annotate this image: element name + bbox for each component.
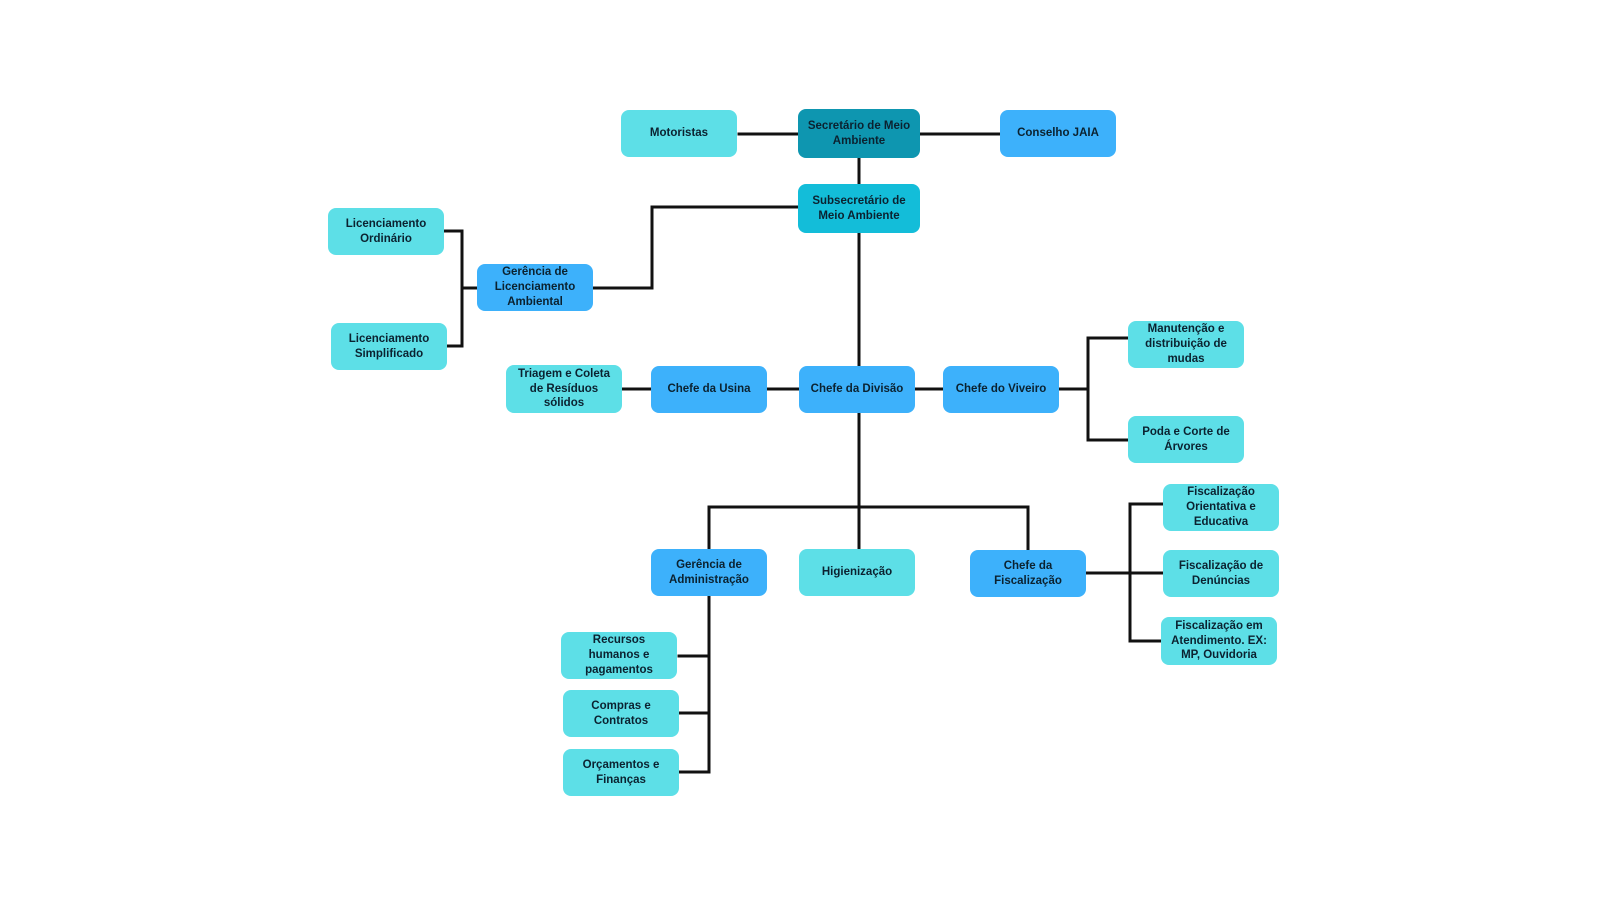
node-fisc-denuncias[interactable]: Fiscalização de Denúncias — [1163, 550, 1279, 597]
node-poda[interactable]: Poda e Corte de Árvores — [1128, 416, 1244, 463]
node-lic-simplificado-label: Licenciamento Simplificado — [348, 332, 430, 360]
node-chefe-fiscalizacao[interactable]: Chefe da Fiscalização — [970, 550, 1086, 597]
node-higienizacao-label: Higienização — [821, 566, 893, 579]
node-conselho-label: Conselho JAIA — [1017, 127, 1099, 140]
node-compras-label: Compras e Contratos — [591, 699, 651, 727]
node-fisc-orientativa[interactable]: Fiscalização Orientativa e Educativa — [1163, 484, 1279, 531]
node-triagem-label: Triagem e Coleta de Resíduos sólidos — [517, 367, 611, 410]
node-chefe-viveiro[interactable]: Chefe do Viveiro — [943, 366, 1059, 413]
node-motoristas[interactable]: Motoristas — [621, 110, 737, 157]
connector-viveiro-bracket — [1056, 336, 1132, 442]
node-secretario[interactable]: Secretário de Meio Ambiente — [798, 109, 920, 158]
node-gerencia-administracao-label: Gerência de Administração — [669, 558, 749, 586]
connector-fiscalizacao-bracket — [1083, 502, 1165, 643]
node-fisc-atendimento-label: Fiscalização em Atendimento. EX: MP, Ouv… — [1171, 619, 1267, 662]
node-manutencao-label: Manutenção e distribuição de mudas — [1145, 323, 1227, 365]
node-chefe-viveiro-label: Chefe do Viveiro — [955, 383, 1047, 396]
node-subsecretario-label: Subsecretário de Meio Ambiente — [812, 194, 906, 222]
node-fisc-atendimento[interactable]: Fiscalização em Atendimento. EX: MP, Ouv… — [1161, 617, 1277, 665]
node-subsecretario[interactable]: Subsecretário de Meio Ambiente — [798, 184, 920, 233]
node-manutencao[interactable]: Manutenção e distribuição de mudas — [1128, 321, 1244, 368]
node-poda-label: Poda e Corte de Árvores — [1142, 425, 1230, 453]
connector-administracao-bracket — [677, 593, 711, 774]
connector-divisao-bracket — [707, 410, 1030, 553]
node-lic-simplificado[interactable]: Licenciamento Simplificado — [331, 323, 447, 370]
node-chefe-usina[interactable]: Chefe da Usina — [651, 366, 767, 413]
node-lic-ordinario[interactable]: Licenciamento Ordinário — [328, 208, 444, 255]
node-chefe-fiscalizacao-label: Chefe da Fiscalização — [994, 559, 1062, 587]
node-higienizacao[interactable]: Higienização — [799, 549, 915, 596]
node-compras[interactable]: Compras e Contratos — [563, 690, 679, 737]
node-fisc-orientativa-label: Fiscalização Orientativa e Educativa — [1186, 486, 1256, 528]
node-chefe-divisao[interactable]: Chefe da Divisão — [799, 366, 915, 413]
connector-subsecretario-gerencia-licenciamento — [590, 205, 802, 290]
node-gerencia-licenciamento-label: Gerência de Licenciamento Ambiental — [494, 266, 576, 308]
node-gerencia-licenciamento[interactable]: Gerência de Licenciamento Ambiental — [477, 264, 593, 311]
node-secretario-label: Secretário de Meio Ambiente — [807, 119, 911, 147]
node-triagem[interactable]: Triagem e Coleta de Resíduos sólidos — [506, 365, 622, 413]
node-orcamentos-label: Orçamentos e Finanças — [582, 758, 660, 786]
node-chefe-divisao-label: Chefe da Divisão — [810, 383, 904, 396]
node-lic-ordinario-label: Licenciamento Ordinário — [345, 217, 427, 245]
node-conselho[interactable]: Conselho JAIA — [1000, 110, 1116, 157]
node-motoristas-label: Motoristas — [649, 127, 709, 140]
node-recursos-humanos[interactable]: Recursos humanos e pagamentos — [561, 632, 677, 679]
node-chefe-usina-label: Chefe da Usina — [667, 383, 751, 396]
node-fisc-denuncias-label: Fiscalização de Denúncias — [1178, 559, 1264, 587]
node-gerencia-administracao[interactable]: Gerência de Administração — [651, 549, 767, 596]
node-recursos-humanos-label: Recursos humanos e pagamentos — [585, 634, 653, 676]
node-orcamentos[interactable]: Orçamentos e Finanças — [563, 749, 679, 796]
connector-gerencia-licenciamento-bracket — [441, 229, 480, 348]
